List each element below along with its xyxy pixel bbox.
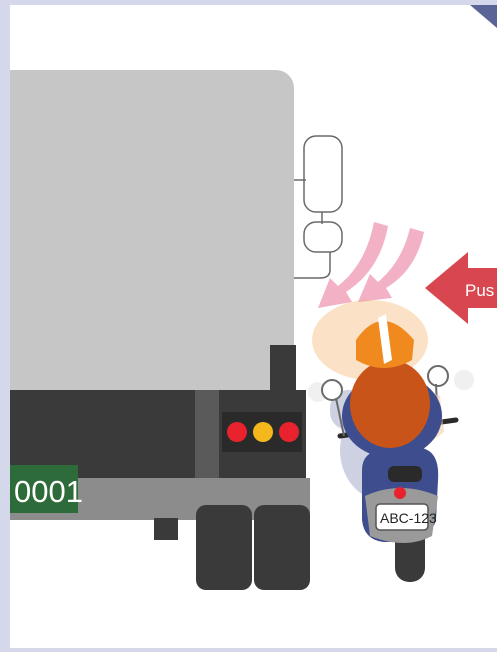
mirror-upper (304, 136, 342, 212)
tail-light-yellow (253, 422, 273, 442)
truck-wheel-right (254, 505, 310, 590)
tail-light-red-left (227, 422, 247, 442)
truck: 0001 (10, 70, 310, 590)
mirror-lower (304, 222, 342, 252)
rider-hair (350, 360, 430, 448)
motorcycle-mirror-left (322, 380, 342, 400)
truck-plate-number: 0001 (14, 474, 83, 509)
motorcycle-seat (388, 466, 422, 482)
truck-cargo-box (10, 70, 294, 400)
truck-side-shadow (270, 345, 296, 395)
motorcycle-mirror-right (428, 366, 448, 386)
truck-hitch (154, 518, 178, 540)
motorcycle-tail-light (394, 487, 406, 499)
tail-light-red-right (279, 422, 299, 442)
truck-wheel-left (196, 505, 252, 590)
push-arrow-label: Pus (465, 281, 494, 300)
truck-bumper-bracket (195, 390, 219, 480)
motorcycle-plate-number: ABC-123 (380, 510, 437, 526)
